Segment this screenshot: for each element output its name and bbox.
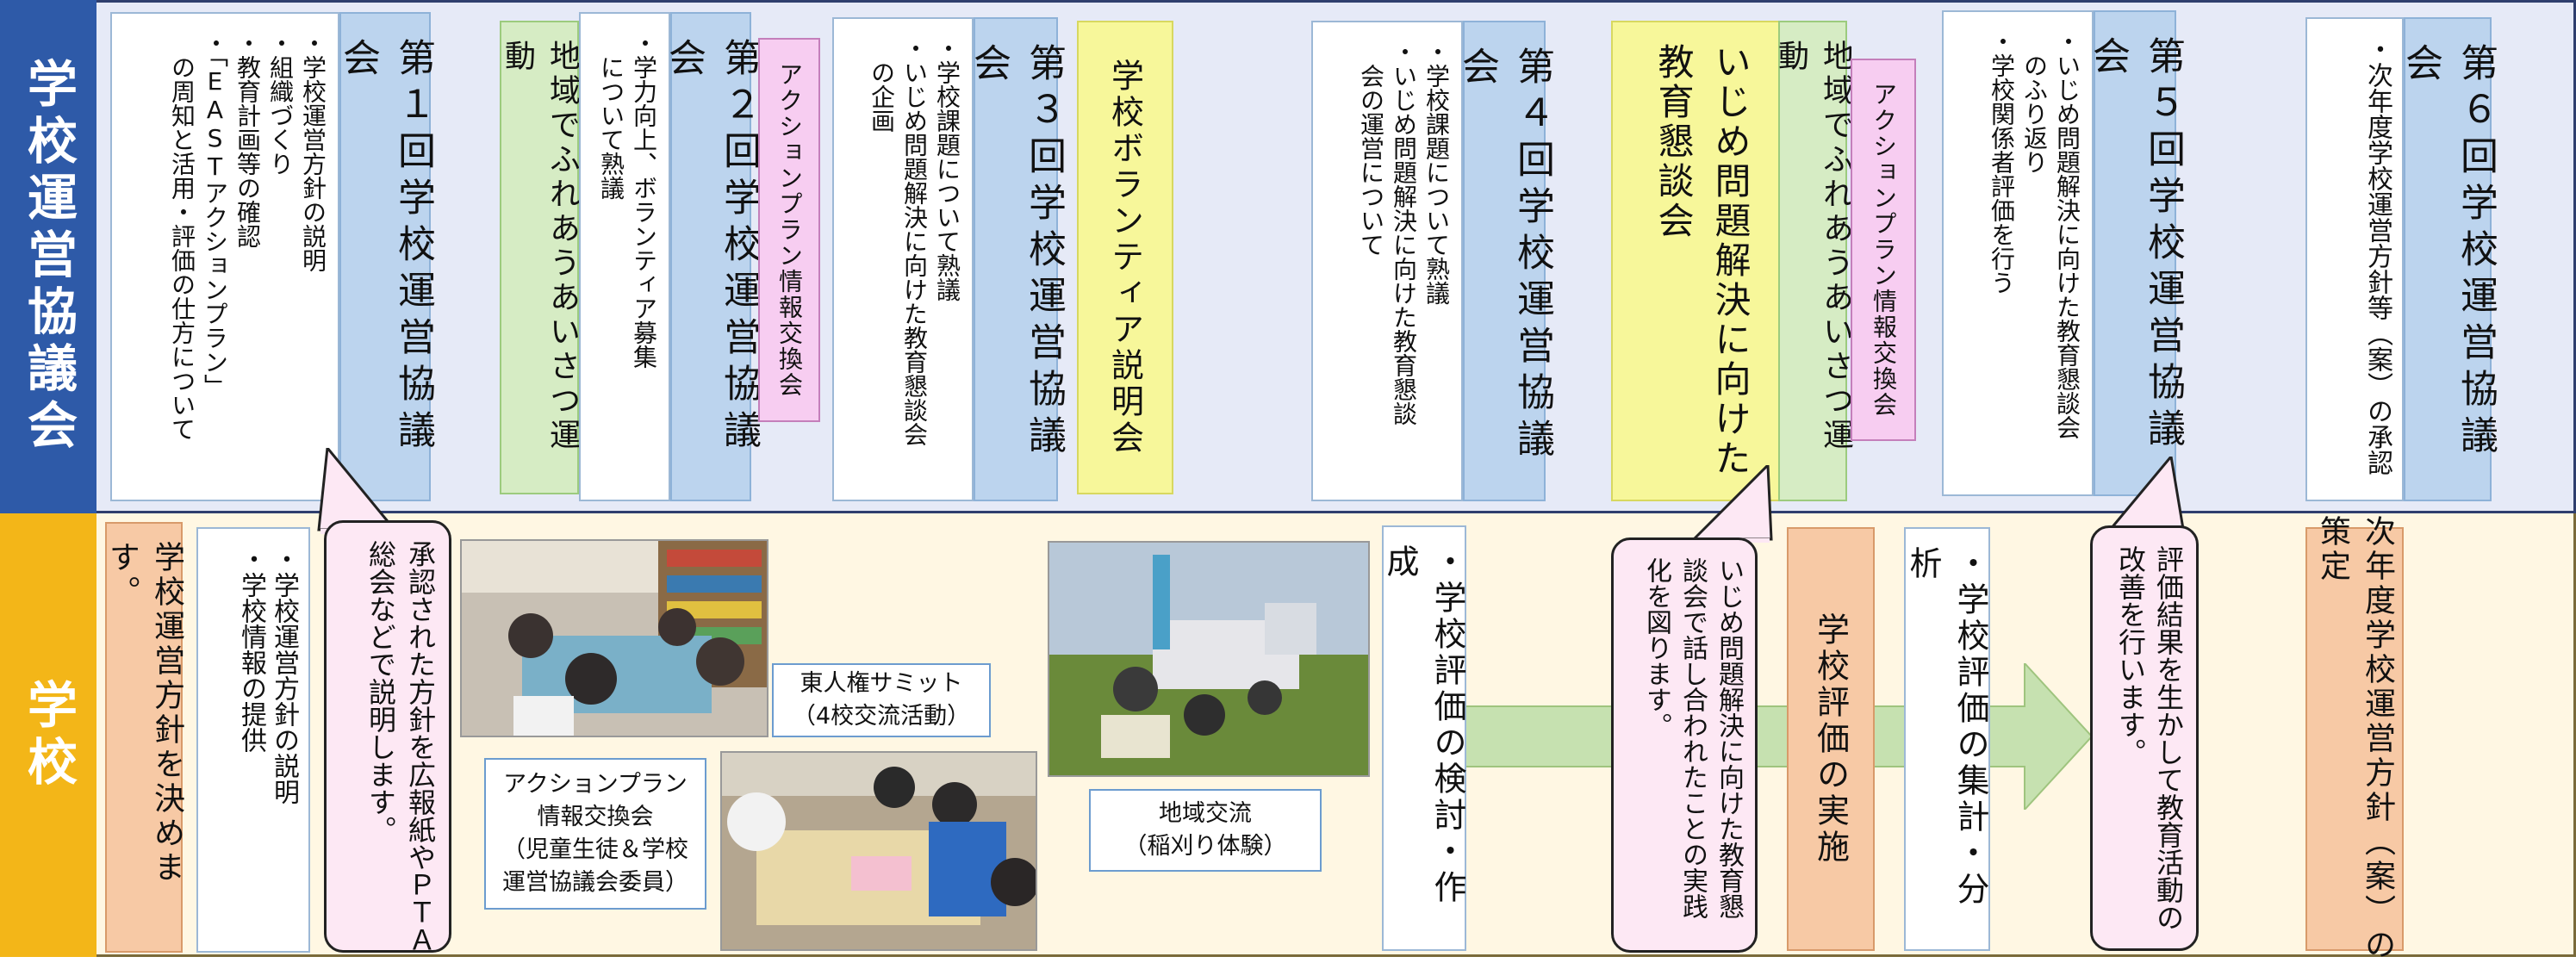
meeting-2-title: 第２回学校運営協議会 [662, 12, 761, 501]
summit-photo [460, 539, 768, 737]
policy-explanation: ・学校運営方針の説明 ・学校情報の提供 [196, 527, 310, 953]
action-plan-photo [720, 751, 1037, 951]
meeting-2-items: ・学力向上、ボランティア募集 について熟議 [579, 12, 670, 501]
bullying-forum: いじめ問題解決に向けた 教育懇談会 [1611, 21, 1792, 501]
greeting-campaign-1: 地域でふれあうあいさつ運動 [500, 21, 580, 494]
callout-pointer-2 [1690, 465, 1773, 543]
meeting-5-title: 第５回学校運営協議会 [2086, 10, 2185, 496]
next-year-plan: 次年度学校運営方針（案）の 策定 [2305, 515, 2404, 963]
evaluation-analysis: ・学校評価の集計・分析 [1904, 527, 1990, 951]
meeting-1-items: ・学校運営方針の説明 ・組織づくり ・教育計画等の確認 ・「EASTアクションプ… [110, 12, 339, 501]
meeting-4-title: 第４回学校運営協議会 [1455, 21, 1554, 501]
process-arrow [1465, 663, 2094, 810]
meeting-6-items: ・次年度学校運営方針等（案）の承認 [2305, 17, 2404, 501]
action-plan-exchange-1: アクションプラン情報交換会 [758, 38, 820, 422]
meeting-4-items: ・学校課題について熟議 ・いじめ問題解決に向けた教育懇談 会の運営について [1311, 21, 1463, 501]
meeting-6-title: 第６回学校運営協議会 [2399, 17, 2498, 501]
decide-policy: 学校運営方針を決めます。 [104, 522, 184, 953]
meeting-3-items: ・学校課題について熟議 ・いじめ問題解決に向けた教育懇談会 の企画 [832, 17, 974, 501]
meeting-1-title: 第１回学校運営協議会 [336, 12, 435, 501]
meeting-5-items: ・いじめ問題解決に向けた教育懇談会 のふり返り ・学校関係者評価を行う [1942, 10, 2094, 496]
callout-improvement: 評価結果を生かして教育活動の 改善を行います。 [2090, 525, 2199, 951]
callout-forum-practice: いじめ問題解決に向けた教育懇 談会で話し合われたことの実践 化を図ります。 [1611, 537, 1758, 953]
rice-harvest-caption: 地域交流 （稲刈り体験） [1089, 789, 1322, 872]
evaluation-conduct: 学校評価の実施 [1787, 527, 1875, 951]
evaluation-draft: ・学校評価の検討・作成 [1381, 525, 1466, 951]
meeting-3-title: 第３回学校運営協議会 [967, 17, 1066, 501]
council-row-label: 学校運営協議会 [0, 0, 96, 513]
callout-pta-explanation: 承認された方針を広報紙やＰＴＡ 総会などで説明します。 [324, 520, 451, 954]
action-plan-caption: アクションプラン 情報交換会 （児童生徒＆学校 運営協議会委員） [484, 758, 706, 910]
summit-caption: 東人権サミット （4校交流活動） [772, 663, 991, 737]
school-row-label: 学校 [0, 513, 96, 957]
greeting-campaign-2: 地域でふれあうあいさつ運動 [1773, 21, 1853, 501]
volunteer-briefing: 学校ボランティア説明会 [1077, 21, 1173, 494]
rice-harvest-photo [1048, 541, 1370, 777]
action-plan-exchange-2: アクションプラン情報交換会 [1851, 59, 1916, 441]
